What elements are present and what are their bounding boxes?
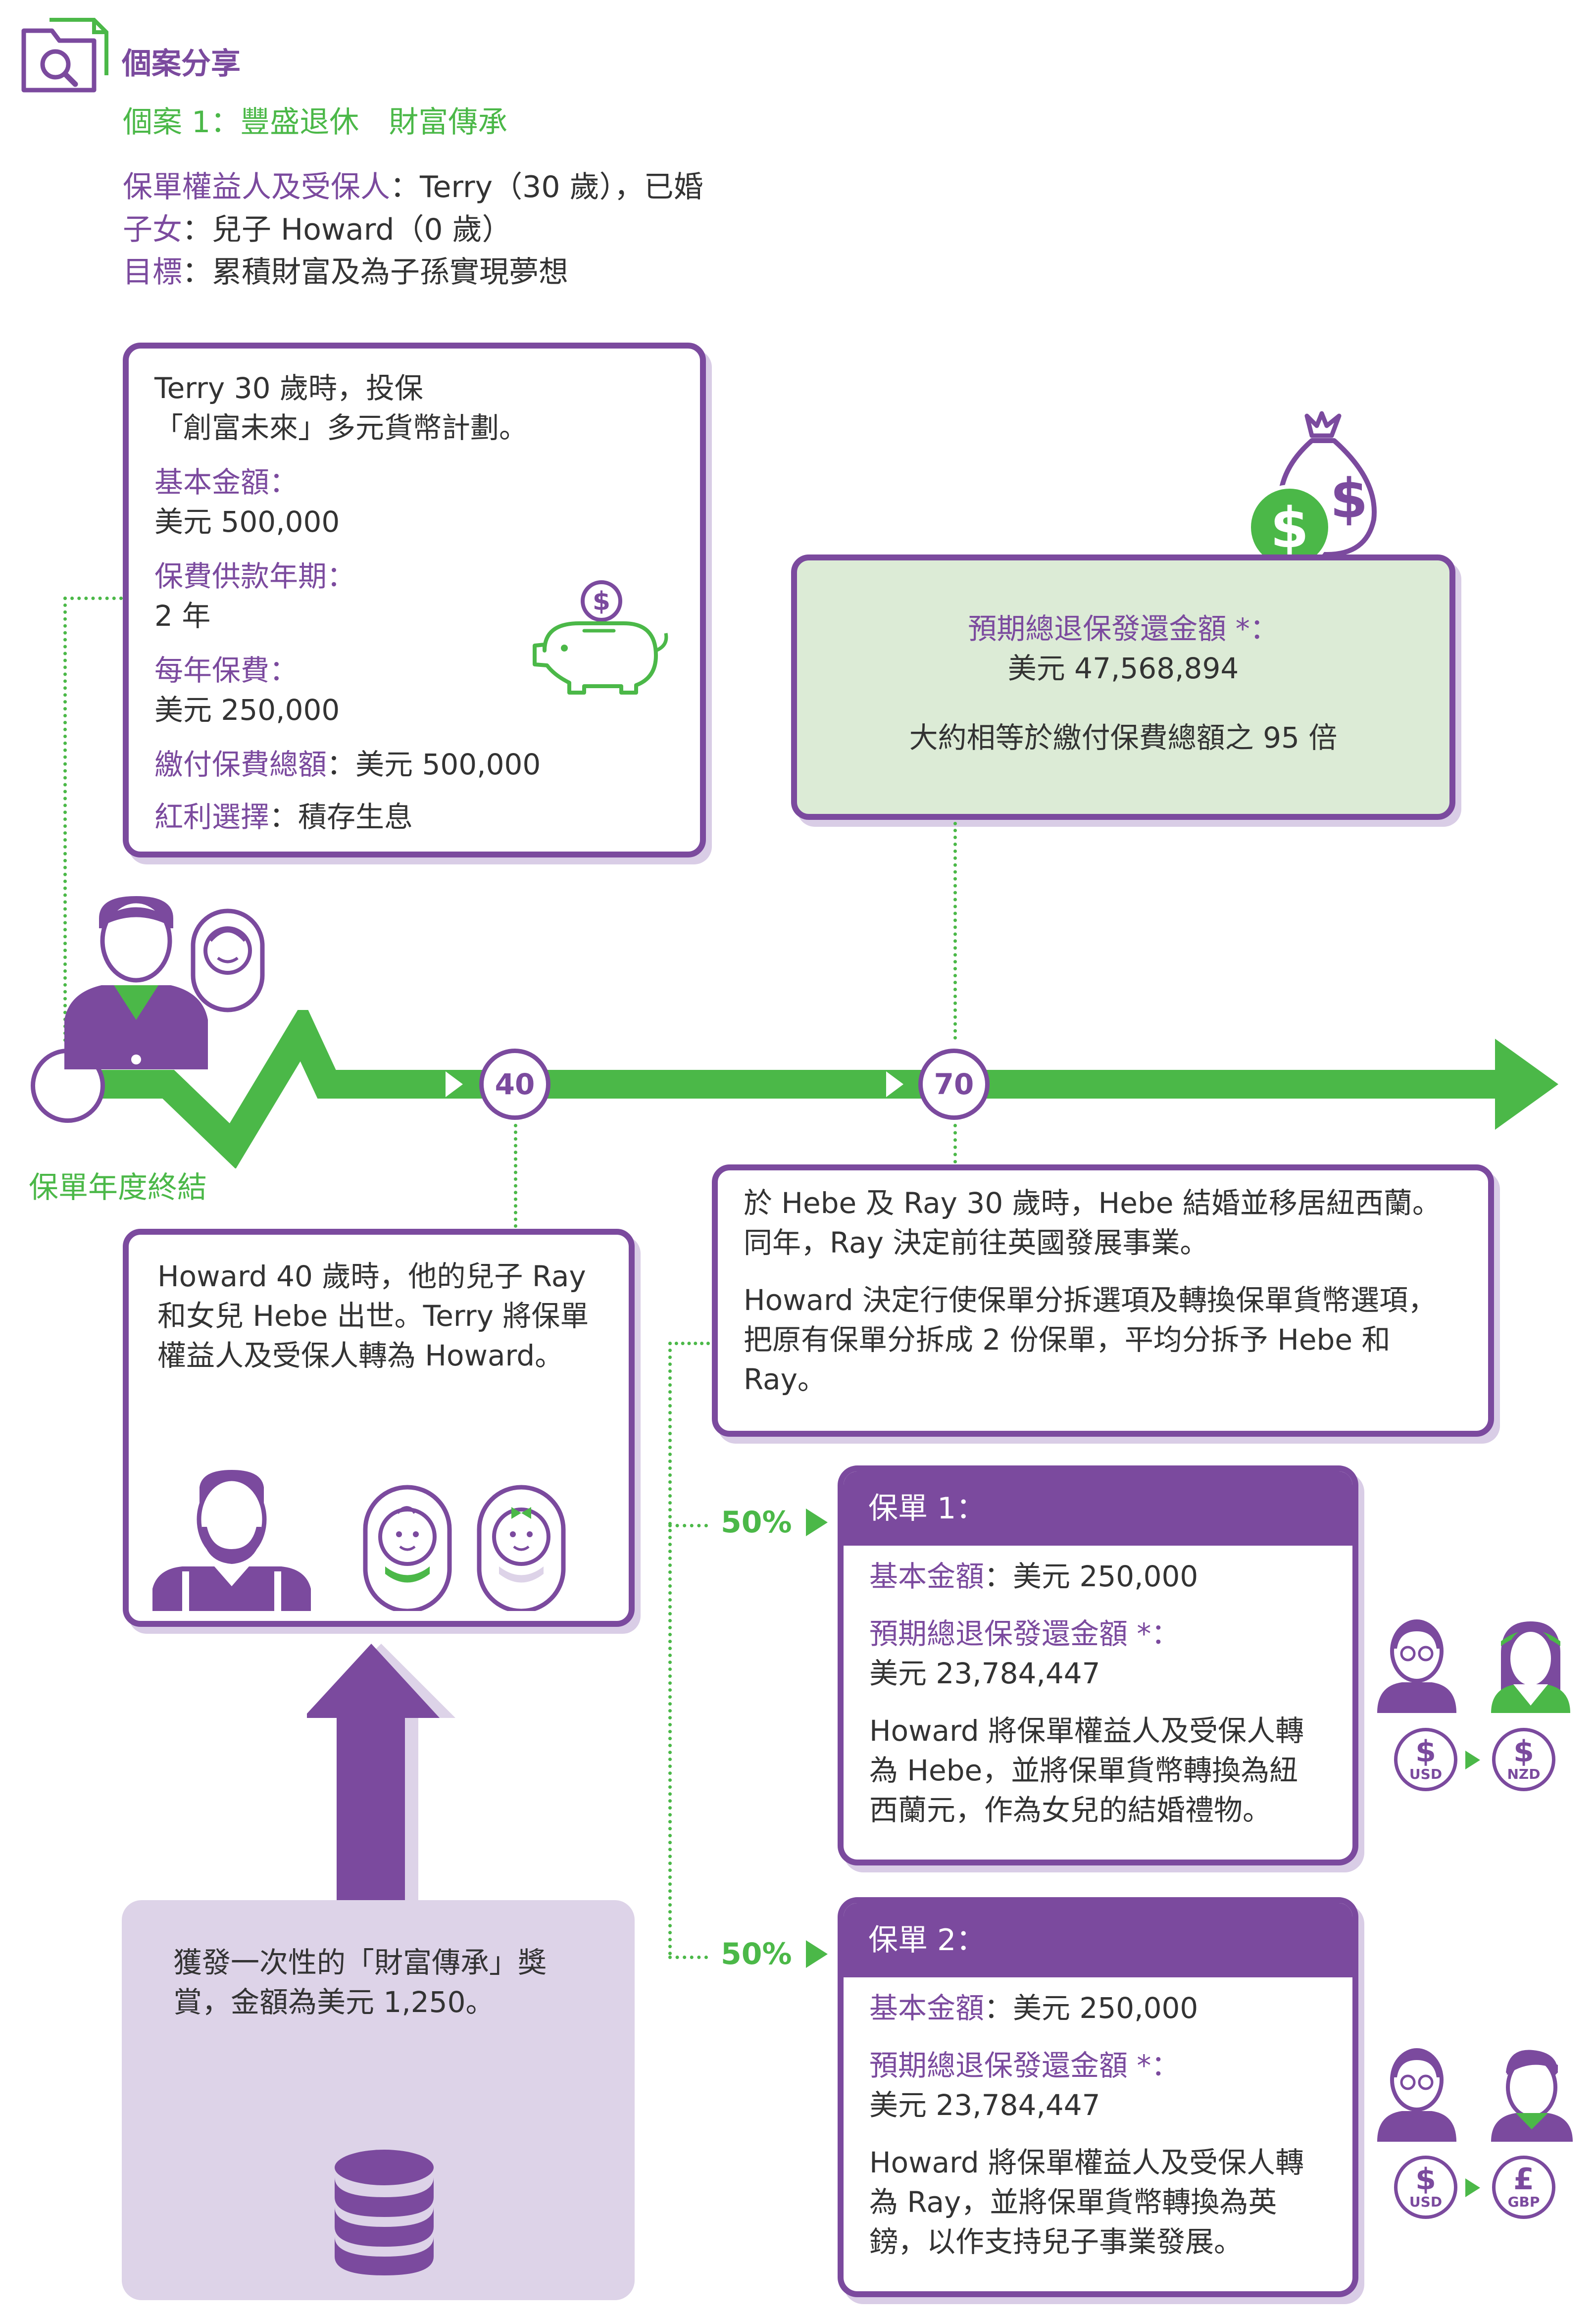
policy-end-label: 保單年度終結 — [29, 1170, 207, 1205]
policy-1-basic-label: 基本金額 — [869, 1560, 985, 1593]
plan-intro: Terry 30 歲時，投保 「創富未來」多元貨幣計劃。 — [154, 368, 674, 448]
policy-1-description: Howard 將保單權益人及受保人轉為 Hebe，並將保單貨幣轉換為紐西蘭元，作… — [869, 1714, 1304, 1827]
piggy-bank-icon: $ — [525, 576, 673, 695]
money-bag-icon: $ $ — [1238, 406, 1401, 570]
connector — [668, 1956, 708, 1959]
total-premium-label: 繳付保費總額 — [154, 748, 327, 781]
age70-card: 於 Hebe 及 Ray 30 歲時，Hebe 結婚並移居紐西蘭。同年，Ray … — [712, 1164, 1494, 1437]
age40-card: Howard 40 歲時，他的兒子 Ray 和女兒 Hebe 出世。Terry … — [123, 1229, 635, 1627]
nzd-label: NZD — [1507, 1766, 1541, 1782]
age-70-marker: 70 — [918, 1049, 990, 1120]
policy-2-split-label: 50% — [721, 1937, 792, 1971]
connector — [514, 1124, 517, 1228]
age-40-marker: 40 — [479, 1049, 550, 1120]
usd-coin-icon: $ USD — [1394, 2156, 1457, 2219]
connector — [668, 1342, 672, 1956]
connector — [63, 597, 67, 1042]
usd-coin-icon: $ USD — [1394, 1728, 1457, 1791]
nzd-coin-icon: $ NZD — [1492, 1728, 1555, 1791]
terry-avatar — [59, 891, 277, 1069]
policy-1-return-label: 預期總退保發還金額 *： — [869, 1617, 1180, 1651]
plan-intro-line1: Terry 30 歲時，投保 — [154, 371, 423, 405]
policy-1-split: 50% — [721, 1505, 828, 1540]
policy-1-people-icons — [1367, 1619, 1585, 1713]
plan-intro-line2: 「創富未來」多元貨幣計劃。 — [154, 411, 528, 445]
gbp-label: GBP — [1507, 2194, 1540, 2210]
dividend-label: 紅利選擇 — [154, 800, 270, 834]
return-label: 預期總退保發還金額 *： — [968, 612, 1279, 646]
usd-label: USD — [1409, 2194, 1443, 2210]
payment-term-value: 2 年 — [154, 599, 211, 633]
usd-label: USD — [1409, 1766, 1443, 1782]
usd-symbol: $ — [1415, 2162, 1436, 2197]
annual-premium-label: 每年保費： — [154, 654, 299, 687]
return-value: 美元 47,568,894 — [1007, 652, 1239, 685]
policy-1-card: 保單 1： 基本金額：美元 250,000 預期總退保發還金額 *： 美元 23… — [838, 1465, 1358, 1865]
currency-arrow-icon — [1465, 1751, 1480, 1769]
up-arrow-icon — [303, 1644, 455, 1901]
dividend-value: ：積存生息 — [269, 800, 413, 834]
connector — [668, 1524, 708, 1527]
policy-2-card: 保單 2： 基本金額：美元 250,000 預期總退保發還金額 *： 美元 23… — [838, 1897, 1358, 2297]
svg-text:$: $ — [1270, 496, 1309, 560]
beneficiary-value: ：Terry（30 歲），已婚 — [390, 170, 703, 204]
svg-text:$: $ — [593, 587, 610, 616]
return-note: 大約相等於繳付保費總額之 95 倍 — [909, 721, 1338, 755]
age40-text: Howard 40 歲時，他的兒子 Ray 和女兒 Hebe 出世。Terry … — [157, 1259, 589, 1372]
policy-2-return-label: 預期總退保發還金額 *： — [869, 2049, 1180, 2082]
payment-term-label: 保費供款年期： — [154, 559, 356, 593]
bonus-text: 獲發一次性的「財富傳承」獎賞，金額為美元 1,250。 — [173, 1946, 547, 2019]
policy-1-split-label: 50% — [721, 1505, 792, 1540]
case-title: 個案 1：豐盛退休 財富傳承 — [123, 105, 508, 140]
case-info: 保單權益人及受保人：Terry（30 歲），已婚 子女：兒子 Howard（0 … — [123, 167, 703, 292]
age70-para1: 於 Hebe 及 Ray 30 歲時，Hebe 結婚並移居紐西蘭。同年，Ray … — [744, 1186, 1441, 1259]
connector — [953, 1124, 957, 1163]
goal-value: ：累積財富及為子孫實現夢想 — [182, 255, 568, 290]
total-premium-value: ：美元 500,000 — [327, 748, 541, 781]
policy-2-split: 50% — [721, 1937, 828, 1971]
basic-amount-value: 美元 500,000 — [154, 505, 340, 539]
policy-2-basic-label: 基本金額 — [869, 1991, 985, 2025]
policy-2-title: 保單 2： — [844, 1903, 1352, 1977]
policy-1-return-value: 美元 23,784,447 — [869, 1657, 1100, 1690]
bonus-card: 獲發一次性的「財富傳承」獎賞，金額為美元 1,250。 — [122, 1900, 635, 2300]
family-icons — [152, 1467, 598, 1613]
connector — [953, 822, 957, 1040]
connector — [63, 597, 123, 600]
plan-card: Terry 30 歲時，投保 「創富未來」多元貨幣計劃。 基本金額： 美元 50… — [123, 343, 706, 857]
children-value: ：兒子 Howard（0 歲） — [182, 212, 512, 247]
basic-amount-label: 基本金額： — [154, 465, 299, 499]
policy-1-title: 保單 1： — [844, 1471, 1352, 1546]
gbp-symbol: £ — [1513, 2162, 1534, 2197]
connector — [668, 1342, 710, 1345]
goal-label: 目標 — [123, 255, 182, 290]
coin-stack-icon — [330, 2148, 439, 2276]
policy-1-basic-value: ：美元 250,000 — [984, 1560, 1198, 1593]
currency-arrow-icon — [1465, 2178, 1480, 2197]
gbp-coin-icon: £ GBP — [1492, 2156, 1555, 2219]
age70-para2: Howard 決定行使保單分拆選項及轉換保單貨幣選項，把原有保單分拆成 2 份保… — [744, 1283, 1437, 1396]
policy-2-people-icons — [1367, 2048, 1585, 2142]
beneficiary-label: 保單權益人及受保人 — [123, 170, 390, 204]
policy-2-description: Howard 將保單權益人及受保人轉為 Ray，並將保單貨幣轉換為英鎊，以作支持… — [869, 2146, 1304, 2259]
nzd-symbol: $ — [1513, 1734, 1534, 1769]
children-label: 子女 — [123, 212, 182, 247]
section-title: 個案分享 — [122, 47, 241, 81]
return-card: 預期總退保發還金額 *： 美元 47,568,894 大約相等於繳付保費總額之 … — [791, 554, 1455, 820]
annual-premium-value: 美元 250,000 — [154, 693, 340, 727]
policy-2-basic-value: ：美元 250,000 — [984, 1991, 1198, 2025]
case-study-icon — [20, 16, 109, 95]
policy-2-return-value: 美元 23,784,447 — [869, 2088, 1100, 2122]
svg-text:$: $ — [1330, 467, 1368, 530]
usd-symbol: $ — [1415, 1734, 1436, 1769]
